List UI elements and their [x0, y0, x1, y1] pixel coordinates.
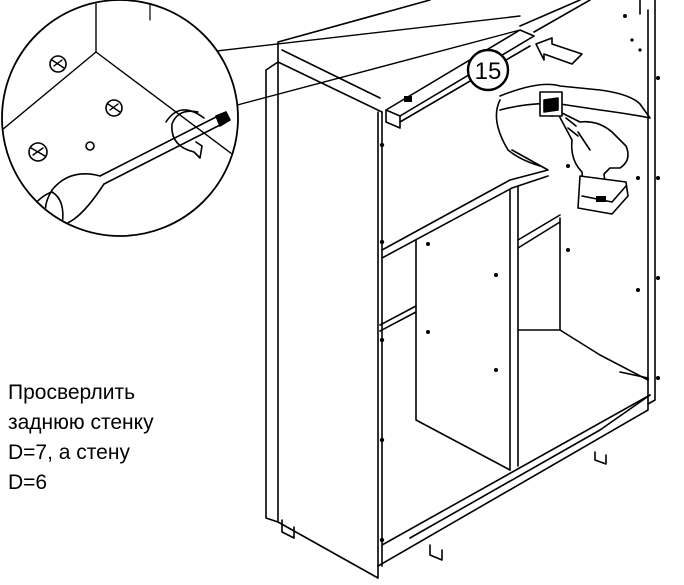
- rotation-arrow-icon: [171, 110, 203, 159]
- right-side-panel: [639, 0, 656, 405]
- instruction-text: Просверлить заднюю стенку D=7, а стену D…: [8, 378, 268, 498]
- zoom-detail: [1, 0, 239, 237]
- insert-arrow-icon: [535, 37, 583, 65]
- step-number: 15: [475, 58, 502, 85]
- wardrobe-cabinet: [265, 0, 660, 579]
- instruction-line: Просверлить: [8, 381, 136, 404]
- screw-icon: [49, 55, 67, 73]
- back-panel-edge: [499, 83, 651, 119]
- instruction-line: D=7, а стену: [8, 441, 130, 464]
- step-badge: 15: [466, 48, 510, 92]
- screw-icon: [105, 99, 123, 117]
- fixed-shelf: [381, 149, 549, 251]
- center-divider: [509, 185, 519, 471]
- mounting-holes: [379, 14, 660, 543]
- drill-icon: [495, 99, 629, 215]
- left-side-panel: [277, 61, 379, 579]
- instruction-line: заднюю стенку: [8, 411, 154, 434]
- top-panel: [277, 0, 431, 113]
- screw-icon: [28, 142, 48, 162]
- bottom-panel: [377, 371, 649, 567]
- instruction-line: D=6: [8, 471, 48, 494]
